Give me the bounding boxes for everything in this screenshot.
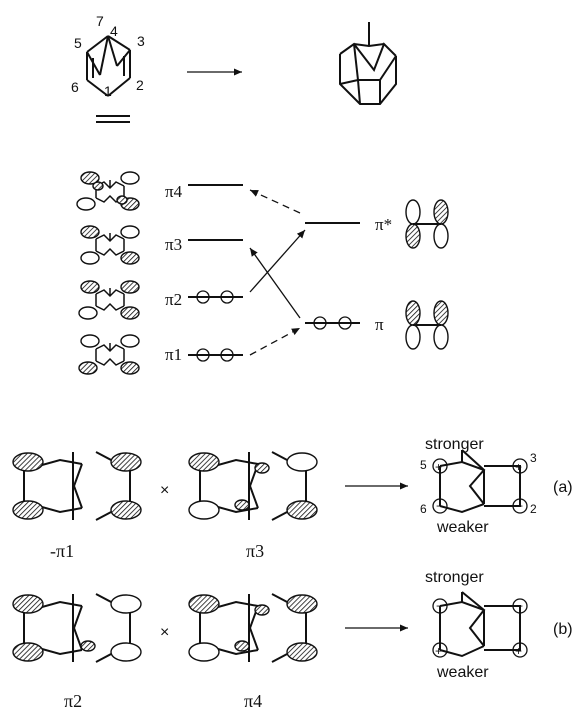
atom-label-3-a: 3	[530, 451, 537, 465]
label-pi2: π2	[64, 691, 82, 711]
atom-label-3: 3	[137, 33, 145, 49]
interaction-result-b: stronger − − + + weaker	[425, 569, 528, 681]
atom-label-2-a: 2	[530, 502, 537, 516]
level-label-pi4: π4	[165, 182, 183, 201]
deltacyclane-product	[339, 22, 397, 105]
level-label-pi3: π3	[165, 235, 182, 254]
atom-label-7: 7	[96, 13, 104, 29]
svg-text:−: −	[516, 599, 523, 613]
stronger-label-b: stronger	[425, 569, 484, 586]
ethylene-structure	[96, 115, 130, 123]
times-sign-b: ×	[160, 624, 169, 641]
atom-label-6-a: 6	[420, 502, 427, 516]
arrow-pi2-to-pi-star	[249, 229, 306, 293]
electron-pi-b	[338, 316, 352, 330]
tag-a: (a)	[553, 479, 573, 496]
interaction-result-a: stronger + + − − 5 3 6 2 weaker	[420, 436, 537, 536]
electron-pi1-a	[196, 348, 210, 362]
atom-label-4: 4	[110, 23, 118, 39]
pi2-orbital-sketch	[78, 280, 140, 320]
electron-pi2-a	[196, 290, 210, 304]
electron-pi1-b	[220, 348, 234, 362]
svg-text:+: +	[515, 460, 522, 474]
arrow-pi-star-to-pi4	[249, 189, 301, 214]
svg-text:+: +	[435, 460, 442, 474]
arrow-pi1-to-pi	[249, 327, 301, 356]
level-label-pi2: π2	[165, 290, 182, 309]
tag-b: (b)	[553, 621, 573, 638]
weaker-label-b: weaker	[436, 664, 489, 681]
atom-label-6: 6	[71, 79, 79, 95]
atom-label-1: 1	[104, 83, 112, 99]
electron-pi-a	[313, 316, 327, 330]
product-orbital-pi2	[12, 593, 142, 663]
times-sign-a: ×	[160, 482, 169, 499]
atom-label-5: 5	[74, 35, 82, 51]
stronger-label-a: stronger	[425, 436, 484, 453]
svg-text:−: −	[436, 499, 443, 513]
product-orbital-pi4	[188, 593, 318, 663]
atom-label-2: 2	[136, 77, 144, 93]
pi-orbital-sketch	[405, 300, 449, 350]
pi4-orbital-sketch	[76, 171, 140, 211]
weaker-label-a: weaker	[436, 519, 489, 536]
svg-text:+: +	[435, 644, 442, 658]
pi3-orbital-sketch	[80, 225, 140, 265]
product-orbital-pi3	[188, 451, 318, 521]
label-minus-pi1: -π1	[50, 541, 74, 561]
diene-orbital-sketches	[76, 171, 140, 375]
label-pi4: π4	[244, 691, 262, 711]
arrow-pi-to-pi3	[249, 247, 301, 319]
norbornadiene-structure: 7 4 5 3 6 1 2	[71, 13, 145, 99]
pi1-orbital-sketch	[78, 334, 140, 375]
svg-text:+: +	[515, 644, 522, 658]
svg-text:−: −	[436, 599, 443, 613]
electron-pi2-b	[220, 290, 234, 304]
level-label-pi: π	[375, 315, 384, 334]
atom-label-5-a: 5	[420, 458, 427, 472]
svg-text:−: −	[516, 499, 523, 513]
label-pi3: π3	[246, 541, 264, 561]
level-label-pi1: π1	[165, 345, 182, 364]
level-label-pi-star: π*	[375, 215, 392, 234]
product-orbital-minus-pi1	[12, 451, 142, 521]
pi-star-orbital-sketch	[405, 199, 449, 249]
